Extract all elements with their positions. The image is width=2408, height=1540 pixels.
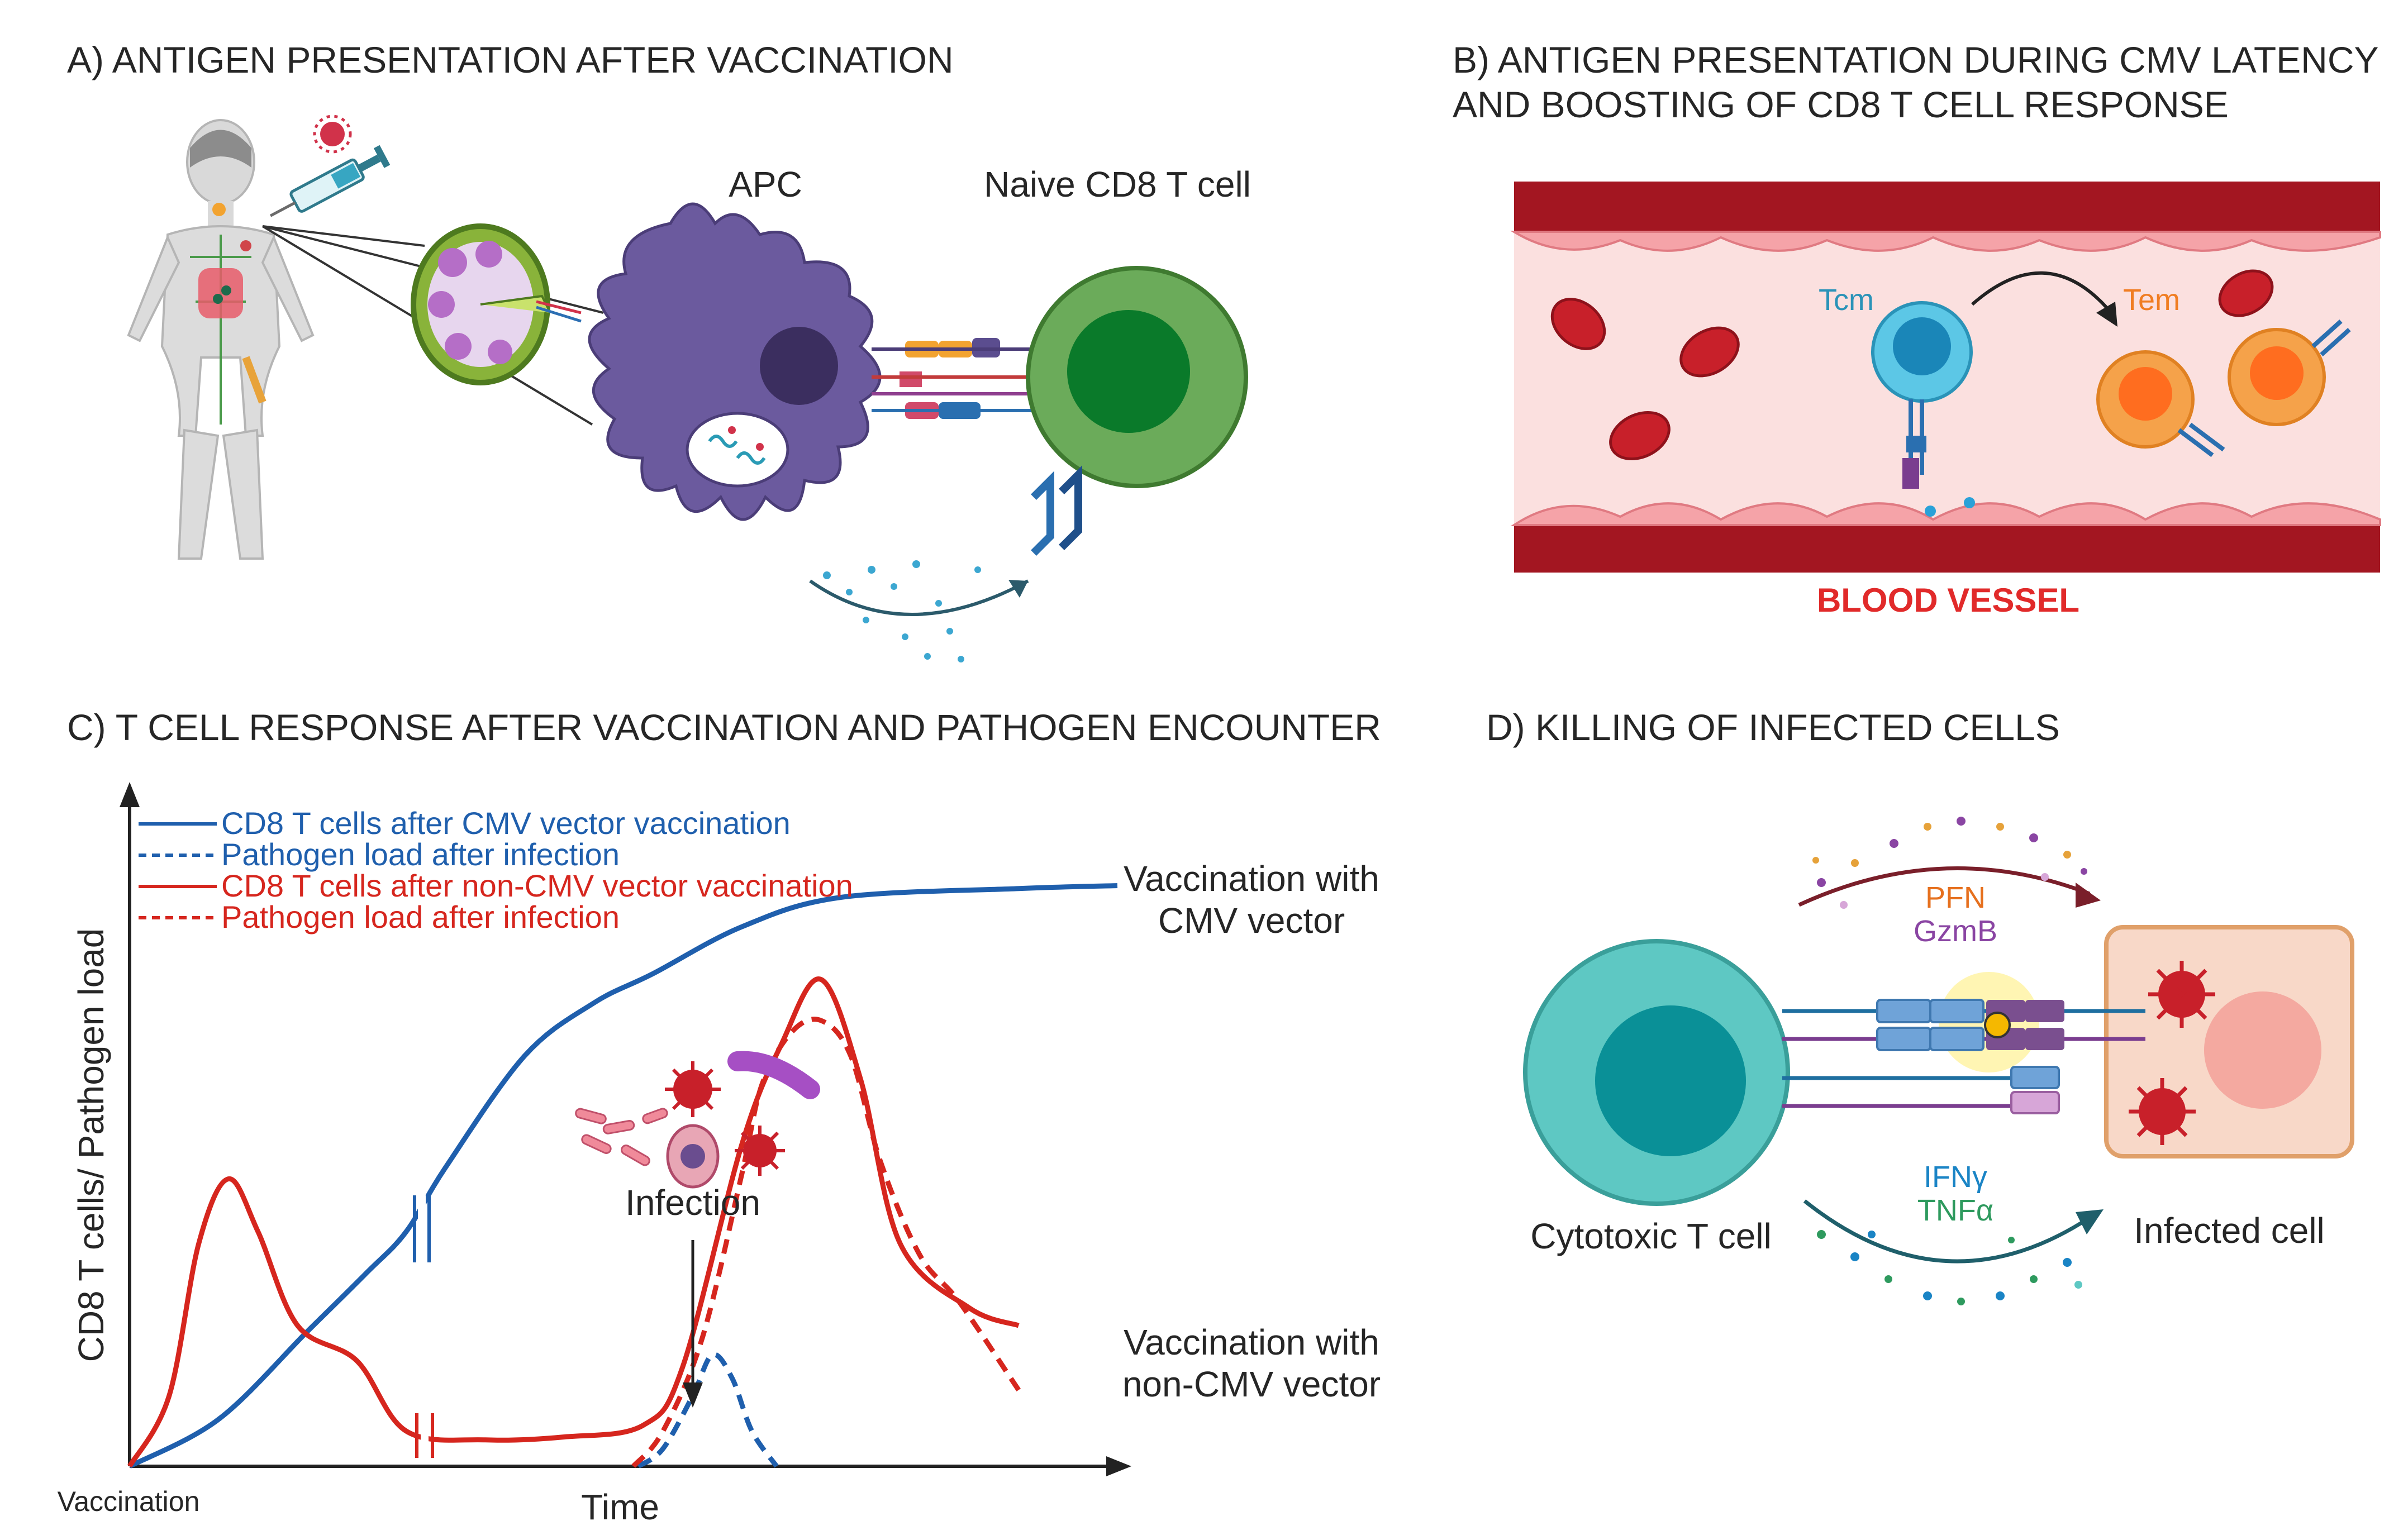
end-label-cmv-line1: Vaccination with bbox=[1124, 859, 1379, 899]
series-line-2 bbox=[636, 1352, 779, 1469]
mhc-tcr-complex bbox=[872, 338, 1039, 419]
blood-vessel-label: BLOOD VESSEL bbox=[1817, 581, 2079, 619]
tem-label: Tem bbox=[2123, 283, 2180, 317]
tcm-cell bbox=[1871, 301, 1975, 517]
lymph-node-icon bbox=[411, 223, 582, 385]
end-label-cmv-line2: CMV vector bbox=[1158, 900, 1345, 941]
infected-cell bbox=[2104, 925, 2354, 1158]
tnfa-label: TNFα bbox=[1917, 1194, 1993, 1227]
panel-c: C) T CELL RESPONSE AFTER VACCINATION AND… bbox=[58, 707, 1381, 1527]
legend-entry-1: CD8 T cells after CMV vector vaccination bbox=[221, 805, 791, 841]
human-body-icon bbox=[127, 119, 315, 560]
series-line-4 bbox=[631, 1017, 1021, 1469]
naive-cd8-label: Naive CD8 T cell bbox=[984, 164, 1251, 204]
legend-entry-2: Pathogen load after infection bbox=[221, 837, 620, 872]
series-line-3 bbox=[127, 976, 1020, 1468]
apc-cell bbox=[588, 202, 882, 521]
panel-b-title-line2: AND BOOSTING OF CD8 T CELL RESPONSE bbox=[1453, 84, 2229, 125]
chart-axes bbox=[120, 782, 1131, 1476]
infection-label: Infection bbox=[625, 1183, 760, 1223]
naive-cd8-t-cell bbox=[1026, 266, 1248, 556]
virus-icon bbox=[2129, 961, 2215, 1145]
immunological-synapse bbox=[1782, 972, 2145, 1114]
gzmb-label: GzmB bbox=[1914, 914, 1997, 948]
end-label-noncmv-line2: non-CMV vector bbox=[1122, 1364, 1381, 1404]
panel-d: D) KILLING OF INFECTED CELLS bbox=[1486, 707, 2354, 1305]
apc-label: APC bbox=[729, 164, 802, 204]
virus-icon bbox=[313, 115, 352, 154]
x-origin-label: Vaccination bbox=[58, 1486, 200, 1517]
panel-a-title: A) ANTIGEN PRESENTATION AFTER VACCINATIO… bbox=[67, 39, 954, 80]
chart-legend: CD8 T cells after CMV vector vaccination… bbox=[139, 805, 853, 935]
cytokine-arrow bbox=[1803, 1199, 2104, 1305]
differentiation-arrow bbox=[1971, 271, 2108, 309]
chart-series-group bbox=[127, 883, 1118, 1469]
pathogens-icon bbox=[575, 1051, 820, 1189]
axis-break-markers bbox=[418, 1195, 429, 1458]
tcm-label: Tcm bbox=[1819, 283, 1874, 317]
legend-entry-4: Pathogen load after infection bbox=[221, 899, 620, 935]
infected-cell-label: Infected cell bbox=[2134, 1210, 2325, 1251]
panel-b: B) ANTIGEN PRESENTATION DURING CMV LATEN… bbox=[1453, 39, 2381, 619]
pfn-label: PFN bbox=[1925, 881, 1986, 914]
red-blood-cells bbox=[1550, 269, 2274, 461]
perforin-granzyme-arrow bbox=[1798, 817, 2101, 909]
ifng-label: IFNγ bbox=[1924, 1160, 1987, 1194]
cytotoxic-t-cell bbox=[1523, 939, 1790, 1206]
panel-c-title: C) T CELL RESPONSE AFTER VACCINATION AND… bbox=[67, 707, 1381, 748]
panel-d-title: D) KILLING OF INFECTED CELLS bbox=[1486, 707, 2060, 748]
end-label-noncmv-line1: Vaccination with bbox=[1124, 1322, 1379, 1362]
panel-a: A) ANTIGEN PRESENTATION AFTER VACCINATIO… bbox=[67, 39, 1251, 662]
x-axis-label: Time bbox=[581, 1487, 659, 1527]
syringe-icon bbox=[269, 145, 391, 217]
axis-break-ticks bbox=[413, 1195, 434, 1458]
tem-cells bbox=[2096, 320, 2351, 457]
legend-entry-3: CD8 T cells after non-CMV vector vaccina… bbox=[221, 868, 853, 903]
panel-b-title-line1: B) ANTIGEN PRESENTATION DURING CMV LATEN… bbox=[1453, 39, 2379, 80]
y-axis-label: CD8 T cells/ Pathogen load bbox=[71, 928, 111, 1362]
infection-arrow bbox=[683, 1240, 703, 1408]
blood-vessel bbox=[1510, 182, 2381, 573]
cytokine-secretion-arrow bbox=[809, 560, 1029, 662]
series-line-1 bbox=[128, 883, 1118, 1469]
cytotoxic-t-cell-label: Cytotoxic T cell bbox=[1530, 1216, 1772, 1256]
